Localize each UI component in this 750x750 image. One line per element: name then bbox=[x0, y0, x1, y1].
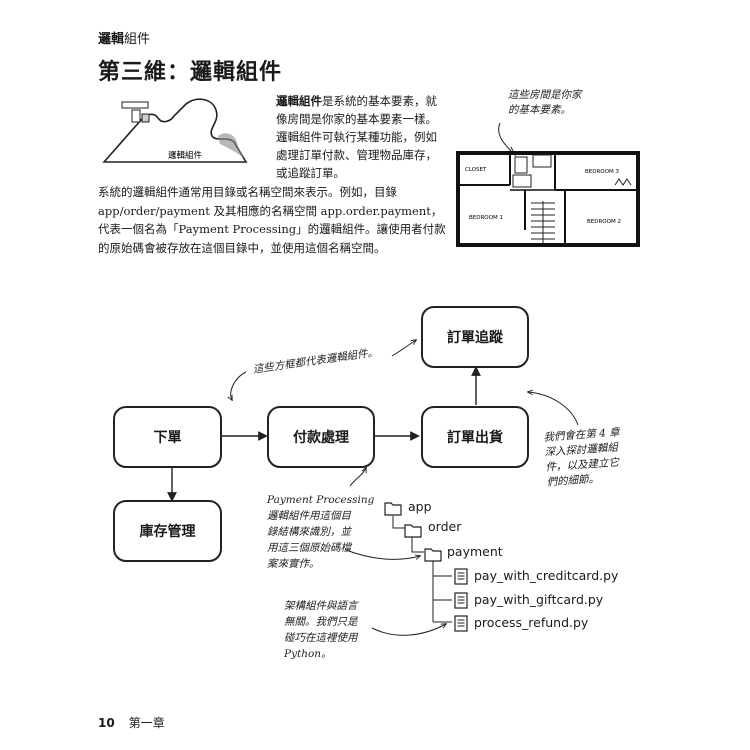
bedroom1-label: BEDROOM 1 bbox=[469, 215, 503, 221]
note-python: 架構組件與語言 無關。我們只是 碰巧在這裡使用 Python。 bbox=[284, 598, 358, 662]
tree-file-refund: process_refund.py bbox=[474, 615, 589, 630]
running-header-bold: 邏輯 bbox=[98, 32, 125, 47]
note-python-line: 無關。我們只是 bbox=[284, 616, 358, 628]
note-python-line: 架構組件與語言 bbox=[284, 600, 358, 612]
note-curve-chapter4 bbox=[528, 392, 579, 426]
note-python-line: Python。 bbox=[284, 648, 332, 660]
note-chapter4: 我們會在第 4 章 深入探討邏輯組 件，以及建立它 們的細節。 bbox=[543, 425, 623, 490]
intro-text: 邏輯組件是系統的基本要素，就像房間是你家的基本要素一樣。邏輯組件可執行某種功能，… bbox=[276, 92, 448, 182]
chapter-name: 第一章 bbox=[128, 716, 165, 730]
file-icon bbox=[454, 615, 468, 632]
puzzle-piece-illustration: 邏輯組件 bbox=[102, 98, 248, 163]
page-number: 10 bbox=[98, 716, 115, 730]
folder-icon bbox=[384, 502, 402, 516]
tree-app: app bbox=[408, 499, 432, 514]
house-note-line: 這些房間是你家 bbox=[508, 89, 582, 101]
note-curve-right bbox=[391, 340, 416, 357]
note-curve-payment bbox=[349, 468, 366, 487]
box-payment-processing: 付款處理 bbox=[267, 406, 375, 468]
box-inventory: 庫存管理 bbox=[113, 500, 222, 562]
tree-payment: payment bbox=[447, 544, 503, 559]
closet-label: CLOSET bbox=[465, 167, 487, 173]
box-order-shipping: 訂單出貨 bbox=[421, 406, 529, 468]
file-icon bbox=[454, 568, 468, 585]
tree-file-giftcard: pay_with_giftcard.py bbox=[474, 592, 604, 607]
running-header: 邏輯組件 bbox=[98, 28, 150, 47]
tree-file-creditcard: pay_with_creditcard.py bbox=[474, 568, 619, 583]
intro-body: 是系統的基本要素，就像房間是你家的基本要素一樣。邏輯組件可執行某種功能，例如處理… bbox=[276, 94, 437, 180]
running-header-rest: 組件 bbox=[124, 32, 151, 47]
intro-bold: 邏輯組件 bbox=[276, 94, 322, 108]
bedroom2-label: BEDROOM 2 bbox=[587, 219, 621, 225]
note-payment-dir: Payment Processing 邏輯組件用這個目 錄結構來識別，並 用這三… bbox=[267, 492, 374, 572]
page-title: 第三維：邏輯組件 bbox=[98, 60, 283, 85]
box-order-tracking: 訂單追蹤 bbox=[421, 306, 529, 368]
folder-icon bbox=[404, 524, 422, 538]
page-footer: 10 第一章 bbox=[98, 714, 165, 731]
bedroom3-label: BEDROOM 3 bbox=[585, 169, 619, 175]
body-paragraph: 系統的邏輯組件通常用目錄或名稱空間來表示。例如，目錄 app/order/pay… bbox=[98, 185, 446, 255]
note-curve-folder bbox=[345, 549, 420, 559]
note-python-line: 碰巧在這裡使用 bbox=[284, 632, 358, 644]
note-curve-python bbox=[371, 624, 446, 636]
folder-icon bbox=[424, 548, 442, 562]
puzzle-label: 邏輯組件 bbox=[168, 150, 203, 161]
house-note: 這些房間是你家 的基本要素。 bbox=[508, 88, 582, 118]
note-payment-line: 邏輯組件用這個目 bbox=[267, 510, 351, 522]
note-payment-line: Payment Processing bbox=[267, 494, 375, 506]
tree-lines bbox=[392, 516, 452, 623]
house-note-line: 的基本要素。 bbox=[508, 104, 571, 116]
note-payment-line: 案來實作。 bbox=[267, 558, 320, 570]
note-payment-line: 錄結構來識別，並 bbox=[267, 526, 351, 538]
file-icon bbox=[454, 592, 468, 609]
note-payment-line: 用這三個原始碼檔 bbox=[267, 542, 351, 554]
box-place-order: 下單 bbox=[113, 406, 222, 468]
tree-order: order bbox=[428, 519, 462, 534]
floor-plan: CLOSET BEDROOM 1 BEDROOM 2 BEDROOM 3 bbox=[456, 122, 640, 247]
note-curve-left bbox=[231, 371, 247, 400]
